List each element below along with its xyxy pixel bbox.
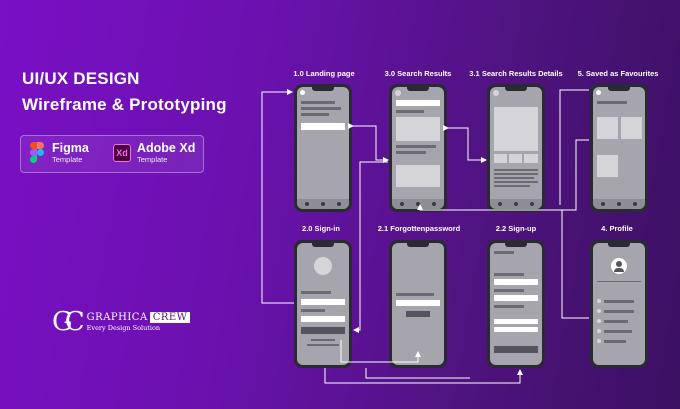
phone-signup[interactable] <box>487 240 545 368</box>
wireframe-forgot <box>392 243 444 365</box>
phone-signin[interactable] <box>294 240 352 368</box>
label-landing: 1.0 Landing page <box>293 69 355 78</box>
figma-name: Figma <box>52 141 89 155</box>
label-signup: 2.2 Sign-up <box>495 224 537 233</box>
arrow-landing-search <box>348 123 389 163</box>
label-signin: 2.0 Sign-in <box>302 224 340 233</box>
label-saved: 5. Saved as Favourites <box>577 69 659 78</box>
phone-landing[interactable] <box>294 84 352 212</box>
xd-sub: Template <box>137 155 168 164</box>
arrow-search-details <box>443 125 487 163</box>
figma-icon <box>30 142 44 164</box>
arrow-signin-forgot <box>340 340 421 363</box>
xd-badge: Xd Adobe Xd Template <box>113 142 195 164</box>
adobe-xd-icon: Xd <box>113 144 131 162</box>
template-badges: Figma Template Xd Adobe Xd Template <box>20 135 204 173</box>
wireframe-landing <box>297 87 349 209</box>
wireframe-saved <box>593 87 645 209</box>
figma-sub: Template <box>52 155 83 164</box>
arrow-saved-search <box>417 139 589 211</box>
title-line-1: UI/UX DESIGN <box>22 69 140 88</box>
xd-name: Adobe Xd <box>137 141 196 155</box>
phone-details[interactable] <box>487 84 545 212</box>
phone-profile[interactable] <box>590 240 648 368</box>
phone-forgot[interactable] <box>389 240 447 368</box>
wireframe-details <box>490 87 542 209</box>
phone-search[interactable] <box>389 84 447 212</box>
label-details: 3.1 Search Results Details <box>469 69 563 78</box>
logo-mark: GC <box>52 307 85 337</box>
label-forgot: 2.1 Forgottenpassword <box>377 224 461 233</box>
phone-saved[interactable] <box>590 84 648 212</box>
arrow-search-signin <box>353 161 388 333</box>
wireframe-signup <box>490 243 542 365</box>
wireframe-signin <box>297 243 349 365</box>
arrow-signup-signin <box>365 368 470 379</box>
arrow-profile-saved <box>561 210 589 319</box>
logo-tagline: Every Design Solution <box>86 324 161 332</box>
label-search: 3.0 Search Results <box>384 69 452 78</box>
wireframe-profile <box>593 243 645 365</box>
title-line-2: Wireframe & Prototyping <box>22 95 227 114</box>
arrow-saved-top <box>559 89 589 205</box>
label-profile: 4. Profile <box>601 224 633 233</box>
arrow-signin-signup <box>324 368 523 384</box>
wireframe-search <box>392 87 444 209</box>
arrow-signin-landing <box>261 89 294 304</box>
figma-badge: Figma Template <box>30 142 89 164</box>
